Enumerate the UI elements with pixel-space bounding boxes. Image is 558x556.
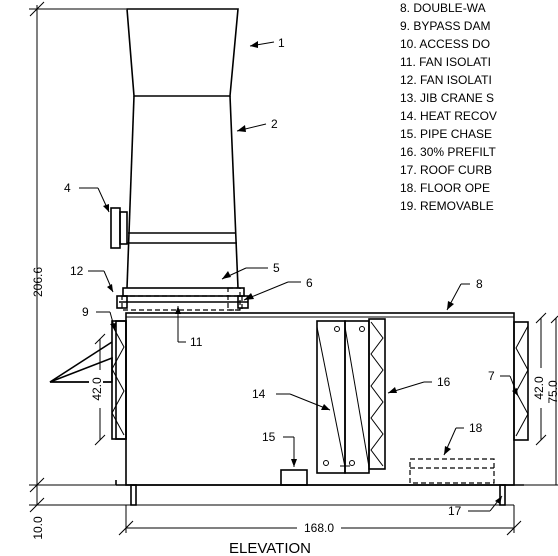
callout-9: 9: [82, 305, 89, 319]
dim-overall-height: 206.6: [31, 267, 45, 297]
dim-curb-height: 10.0: [31, 516, 45, 540]
pipe-chase: [280, 469, 308, 486]
legend-item-10: 10. ACCESS DO: [400, 37, 490, 51]
inlet-louver: [111, 320, 127, 440]
dimension-inlet: 42.0: [89, 333, 106, 446]
dimension-right-height: 75.0: [514, 315, 558, 486]
dimension-outlet: 42.0: [531, 312, 547, 446]
callout-14: 14: [252, 387, 266, 401]
legend-item-14: 14. HEAT RECOV: [400, 109, 497, 123]
dimension-overall-height: 206.6: [29, 1, 126, 493]
prefilter: [368, 318, 386, 470]
dim-outlet-height: 42.0: [532, 376, 546, 400]
legend-item-13: 13. JIB CRANE S: [400, 91, 494, 105]
callout-1: 1: [278, 36, 285, 50]
callout-2: 2: [271, 117, 278, 131]
callout-5: 5: [273, 261, 280, 275]
callout-7: 7: [488, 369, 495, 383]
legend-item-17: 17. ROOF CURB: [400, 163, 492, 177]
callout-6: 6: [306, 276, 313, 290]
dim-width: 168.0: [304, 521, 334, 535]
callouts: 1 2 4 5 12 6 8 9 11 14: [64, 36, 519, 518]
motor-box: [110, 207, 128, 249]
heat-recovery-coil: [316, 320, 370, 474]
exhaust-stack: [116, 8, 249, 311]
legend-item-15: 15. PIPE CHASE: [400, 127, 492, 141]
callout-18: 18: [469, 421, 483, 435]
legend: 8. DOUBLE-WA 9. BYPASS DAM 10. ACCESS DO…: [400, 1, 497, 213]
callout-17: 17: [448, 504, 462, 518]
legend-item-16: 16. 30% PREFILT: [400, 145, 496, 159]
dim-inlet-height: 42.0: [90, 377, 104, 401]
legend-item-11: 11. FAN ISOLATI: [400, 55, 491, 69]
legend-item-9: 9. BYPASS DAM: [400, 19, 490, 33]
dimension-width: 168.0: [118, 505, 522, 536]
callout-15: 15: [262, 430, 276, 444]
legend-item-18: 18. FLOOR OPE: [400, 181, 490, 195]
callout-12: 12: [70, 264, 84, 278]
callout-4: 4: [64, 181, 71, 195]
legend-item-12: 12. FAN ISOLATI: [400, 73, 492, 87]
floor-opening: [409, 458, 495, 484]
outlet-louver: [513, 321, 529, 441]
callout-16: 16: [437, 375, 451, 389]
legend-item-19: 19. REMOVABLE: [400, 199, 494, 213]
callout-8: 8: [476, 277, 483, 291]
drawing-title: ELEVATION: [229, 540, 311, 556]
callout-11: 11: [190, 335, 203, 349]
dim-right-height: 75.0: [546, 380, 558, 404]
legend-item-8: 8. DOUBLE-WA: [400, 1, 486, 15]
dimension-curb-height: 10.0: [29, 484, 131, 540]
